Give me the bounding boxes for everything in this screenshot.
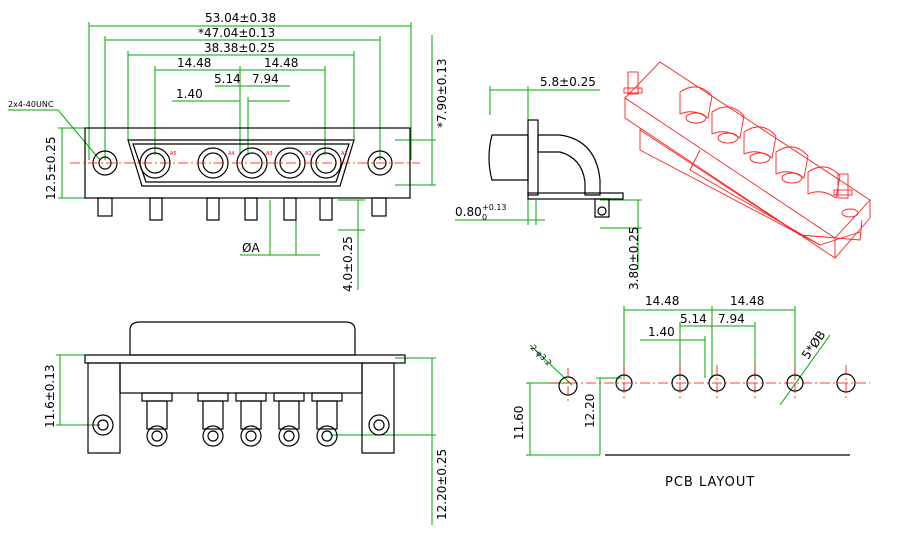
isometric-view xyxy=(623,61,871,259)
iso-top-face xyxy=(624,61,871,239)
dim-tail-offset: 12.20±0.25 xyxy=(435,449,449,520)
pcb-holes xyxy=(558,365,856,404)
dim-offset-mid-right: 7.94 xyxy=(252,72,279,86)
dim-pin-diameter: ØA xyxy=(242,241,260,255)
iso-screws xyxy=(623,71,859,218)
dim-depth: 5.8±0.25 xyxy=(540,75,596,89)
dim-thickness: 0.80 xyxy=(455,205,482,219)
bottom-view-outline xyxy=(84,321,406,454)
pin-label-a3: A3 xyxy=(266,151,273,157)
pcb-dim-row-right: 12.20 xyxy=(583,394,597,428)
connector-shell xyxy=(127,139,355,187)
pcb-mount-hole-note: 2-φ3.2 xyxy=(529,343,554,368)
dim-mount-hole-pitch: *47.04±0.13 xyxy=(198,26,275,40)
pcb-dim-pitch-left: 14.48 xyxy=(645,294,679,308)
dim-pitch-left: 14.48 xyxy=(177,56,211,70)
bottom-view-dimension-lines xyxy=(56,354,436,525)
pin-tails-front xyxy=(97,197,387,221)
pcb-dim-row-left: 11.60 xyxy=(512,406,526,440)
bottom-view-bracket-left xyxy=(87,362,121,454)
side-view: 5.8±0.25 0.80 +0.13 0 3.80±0.25 xyxy=(455,75,642,290)
pcb-contact-hole-note: 5*ØB xyxy=(799,328,828,362)
dim-thickness-tol-lower: 0 xyxy=(482,213,487,222)
side-view-shell xyxy=(488,134,529,181)
dim-offset-mid-left: 5.14 xyxy=(214,72,241,86)
dim-overall-width: 53.04±0.38 xyxy=(205,11,276,25)
dim-offset-small: 1.40 xyxy=(176,87,203,101)
pin-label-a1: A1 xyxy=(341,151,348,157)
dim-body-height: *7.90±0.13 xyxy=(435,59,449,129)
front-view: A5 A4 A3 A2 A1 53.04±0.38 *47.04±0.13 38… xyxy=(8,11,449,292)
thread-note: 2x4-40UNC xyxy=(8,100,54,109)
dim-bracket-height: 11.6±0.13 xyxy=(43,365,57,429)
pcb-layout: 14.48 14.48 5.14 7.94 1.40 2-φ3.2 5*ØB 1… xyxy=(512,294,870,490)
bottom-view-shell xyxy=(129,321,356,356)
bottom-view-bracket-right xyxy=(361,362,395,454)
pcb-dimension-lines xyxy=(526,306,831,456)
dim-shell-width: 38.38±0.25 xyxy=(204,41,275,55)
iso-contacts xyxy=(679,86,841,199)
pcb-dim-offset-mid-left: 5.14 xyxy=(680,312,707,326)
dim-flange-height: 12.5±0.25 xyxy=(44,137,58,201)
pcb-layout-title: PCB LAYOUT xyxy=(665,475,755,490)
pcb-dim-offset-small: 1.40 xyxy=(648,325,675,339)
side-view-dimension-lines xyxy=(455,86,642,270)
bottom-view-flange xyxy=(84,354,406,364)
pcb-dim-offset-mid-right: 7.94 xyxy=(718,312,745,326)
pin-label-a2: A2 xyxy=(305,151,312,157)
pin-label-a5: A5 xyxy=(170,151,177,157)
side-view-body xyxy=(537,134,601,196)
front-view-dimension-lines xyxy=(8,22,436,290)
pcb-dim-pitch-right: 14.48 xyxy=(730,294,764,308)
front-view-outline xyxy=(70,127,420,221)
bottom-view-contacts xyxy=(141,392,343,447)
dim-tail-height: 3.80±0.25 xyxy=(627,227,641,291)
dim-thickness-tol-upper: +0.13 xyxy=(482,203,507,212)
dim-pitch-right: 14.48 xyxy=(264,56,298,70)
bottom-view: 11.6±0.13 12.20±0.25 xyxy=(43,321,449,525)
dim-pin-length: 4.0±0.25 xyxy=(341,236,355,292)
pin-label-a4: A4 xyxy=(228,151,235,157)
side-view-outline xyxy=(488,119,624,218)
